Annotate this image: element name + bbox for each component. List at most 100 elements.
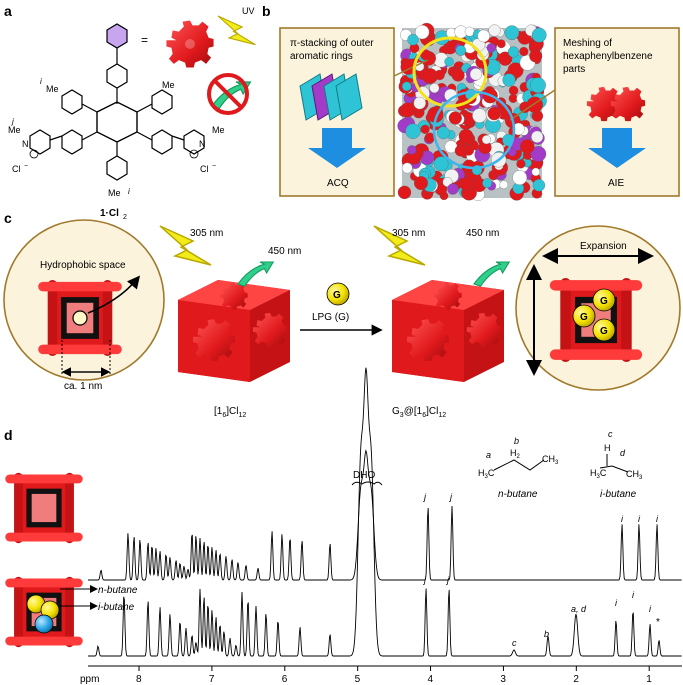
atom-sphere bbox=[401, 81, 412, 92]
empty-cage-icon bbox=[5, 472, 83, 544]
atom-sphere bbox=[512, 170, 528, 185]
atom-sphere bbox=[448, 111, 462, 125]
guest-label: LPG (G) bbox=[312, 312, 349, 323]
guest-ball bbox=[572, 304, 596, 328]
atom-sphere bbox=[407, 34, 419, 46]
peak-label-i: i bbox=[649, 604, 652, 614]
n-butane-label: n-butane bbox=[498, 489, 538, 500]
atom-sphere bbox=[502, 73, 516, 87]
panel-d: d n-butane i-butane a b H2 H3C CH3 n-but… bbox=[4, 367, 682, 685]
atom-sphere bbox=[455, 45, 467, 56]
atom-sphere bbox=[429, 83, 440, 94]
cl-left-charge: − bbox=[24, 163, 28, 170]
ppm-label: ppm bbox=[80, 674, 99, 685]
atom-sphere bbox=[464, 26, 475, 37]
atom-sphere bbox=[487, 106, 501, 121]
atom-sphere bbox=[469, 68, 483, 81]
ppm-tick-label: 5 bbox=[355, 674, 361, 685]
atom-sphere bbox=[407, 145, 417, 155]
atom-sphere bbox=[512, 122, 525, 136]
ppm-tick-label: 4 bbox=[428, 674, 434, 685]
ppm-tick-label: 8 bbox=[136, 674, 142, 685]
panel-b-label: b bbox=[262, 3, 271, 19]
peak-label-i: i bbox=[615, 598, 618, 608]
atom-sphere bbox=[459, 177, 474, 191]
atom-sphere bbox=[507, 46, 520, 58]
n-left: N bbox=[22, 139, 29, 149]
highlight-yellow-circle bbox=[412, 36, 488, 108]
atom-sphere bbox=[458, 128, 474, 144]
guest-g: G bbox=[580, 312, 588, 323]
aie-down-arrow-icon bbox=[588, 128, 646, 168]
atom-sphere bbox=[454, 144, 467, 157]
hydrophobic-pointer-arrow bbox=[87, 275, 141, 314]
atom-sphere bbox=[531, 27, 547, 43]
peak-label-ad: a, d bbox=[571, 604, 587, 614]
aryl-ring-bottom bbox=[106, 155, 128, 181]
atom-sphere bbox=[451, 68, 465, 82]
n-right: N bbox=[199, 139, 206, 149]
size-label: ca. 1 nm bbox=[64, 381, 102, 392]
atom-sphere bbox=[508, 85, 519, 96]
atom-sphere bbox=[499, 180, 509, 189]
atom-sphere bbox=[519, 46, 529, 57]
aie-result: AIE bbox=[608, 178, 624, 189]
panel-d-label: d bbox=[4, 427, 13, 443]
cl-right: Cl bbox=[200, 164, 209, 174]
ppm-tick-label: 1 bbox=[646, 674, 652, 685]
dho-label: DHO bbox=[353, 470, 375, 481]
atom-sphere bbox=[447, 183, 459, 195]
me-right: Me bbox=[162, 80, 175, 90]
connector-left bbox=[393, 59, 429, 77]
atom-sphere bbox=[531, 167, 540, 177]
nmr-spectrum-filled bbox=[88, 367, 682, 657]
aryl-ring-top bbox=[106, 63, 128, 89]
svg-text:H2: H2 bbox=[510, 448, 521, 460]
charge-right bbox=[189, 149, 199, 159]
svg-text:H3C: H3C bbox=[478, 468, 495, 480]
svg-text:d: d bbox=[620, 448, 626, 458]
emission-arrow-icon-right bbox=[473, 261, 510, 287]
i-butane-label: i-butane bbox=[600, 489, 637, 500]
pyridinium-left bbox=[29, 129, 51, 155]
equals-sign: = bbox=[141, 33, 148, 47]
guest-icon bbox=[326, 282, 350, 306]
compound-label: 1·Cl bbox=[100, 208, 119, 219]
peak-label-i: i bbox=[656, 514, 659, 524]
svg-text:CH3: CH3 bbox=[542, 454, 559, 466]
atom-sphere bbox=[414, 176, 428, 191]
aryl-ring-ur bbox=[151, 89, 173, 115]
complex-label: G3@[16]Cl12 bbox=[392, 406, 446, 419]
i-butane-structure: c H d H3C CH3 i-butane bbox=[590, 429, 643, 500]
central-ring bbox=[96, 101, 138, 143]
svg-text:a: a bbox=[486, 450, 491, 460]
peak-label-star: * bbox=[656, 617, 660, 628]
atom-sphere bbox=[530, 146, 547, 162]
ppm-tick-label: 7 bbox=[209, 674, 215, 685]
charge-left bbox=[29, 149, 39, 159]
emission-right: 450 nm bbox=[466, 228, 499, 239]
atom-sphere bbox=[413, 96, 426, 110]
atom-sphere bbox=[437, 126, 450, 140]
atom-sphere bbox=[401, 162, 413, 174]
emission-arrow-icon-left bbox=[237, 261, 274, 287]
me-n-left: Me bbox=[8, 125, 21, 135]
peak-label-j: j bbox=[446, 575, 450, 585]
guest-ball bbox=[592, 288, 616, 312]
ppm-tick-label: 6 bbox=[282, 674, 288, 685]
peak-label-i: i bbox=[621, 514, 624, 524]
peak-label-b: b bbox=[544, 629, 549, 639]
prohibited-icon bbox=[207, 73, 249, 115]
cl-right-charge: − bbox=[212, 163, 216, 170]
expanded-cage-cross-section bbox=[549, 278, 643, 362]
uv-label: UV bbox=[242, 6, 255, 16]
atom-sphere bbox=[415, 24, 430, 40]
atom-sphere bbox=[486, 43, 496, 53]
acq-title-2: aromatic rings bbox=[290, 51, 353, 62]
panel-a: a Me i Me Me i j Me Me N N Cl − Cl − bbox=[4, 3, 256, 221]
cl-left: Cl bbox=[12, 164, 21, 174]
aryl-ring-ll bbox=[61, 129, 83, 155]
atom-sphere bbox=[508, 93, 518, 103]
peak-label-j: j bbox=[449, 492, 453, 502]
